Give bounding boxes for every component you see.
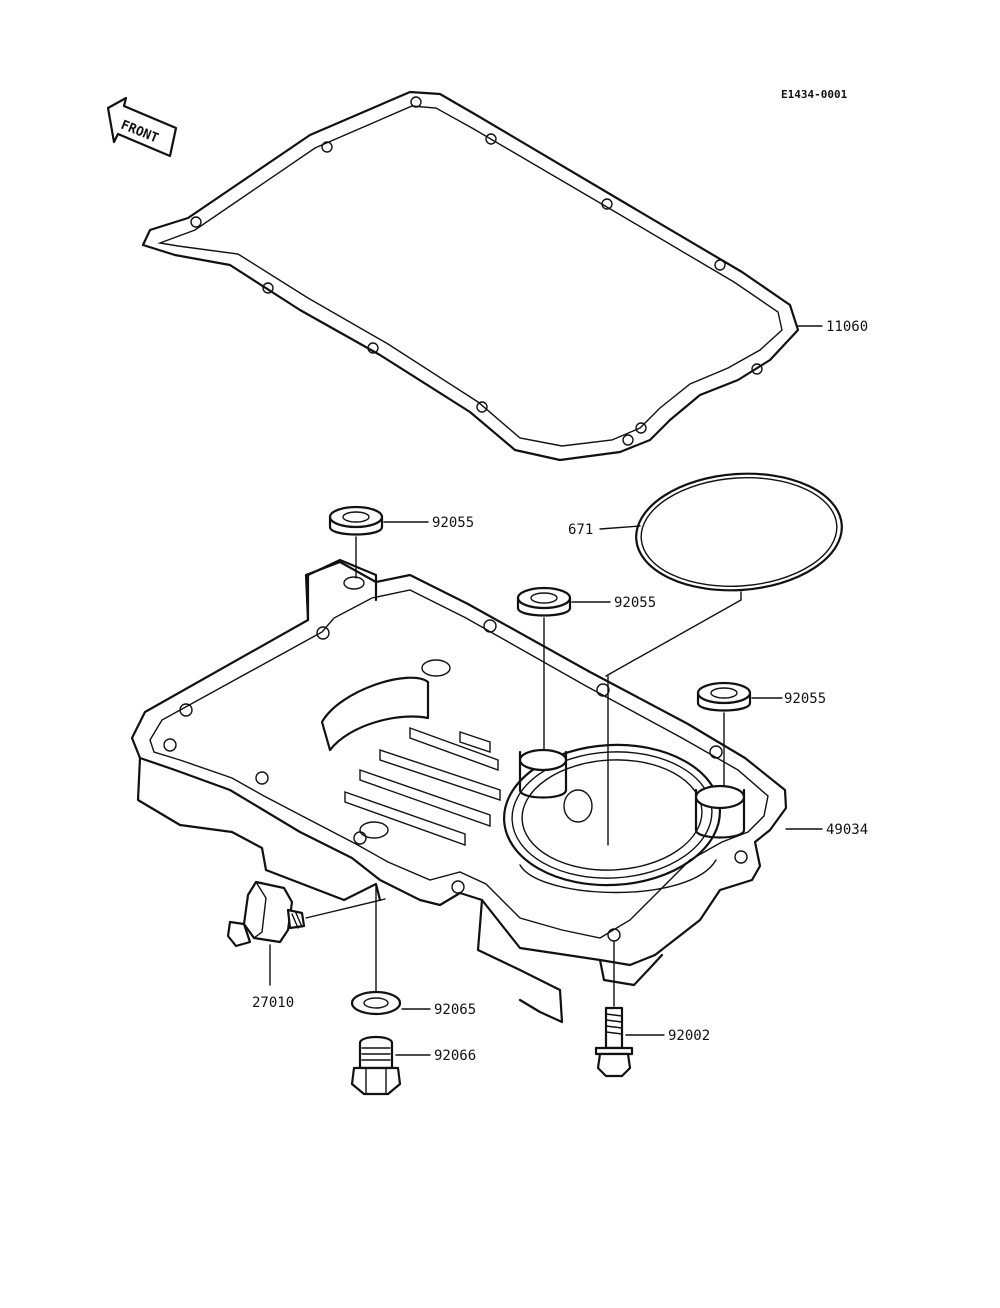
- o-ring-illustration: [635, 472, 843, 592]
- bolt-illustration: [594, 1006, 634, 1078]
- collar-left-illustration: [328, 505, 384, 536]
- collar-center-illustration: [516, 586, 572, 617]
- diagram-code: E1434-0001: [781, 88, 848, 101]
- part-label-92066: 92066: [434, 1048, 476, 1064]
- leader-27010: [305, 898, 386, 919]
- washer-illustration: [350, 990, 402, 1016]
- part-label-92002: 92002: [668, 1028, 710, 1044]
- leader-671: [599, 525, 641, 530]
- part-label-49034: 49034: [826, 822, 868, 838]
- oil-pressure-switch-illustration: [226, 880, 306, 948]
- part-label-92055-center: 92055: [614, 595, 656, 611]
- oil-pan-illustration: [130, 558, 788, 1024]
- collar-right-illustration: [696, 681, 752, 712]
- part-label-92055-left: 92055: [432, 515, 474, 531]
- drain-plug-illustration: [350, 1035, 402, 1096]
- part-label-27010: 27010: [252, 995, 294, 1011]
- part-label-92065: 92065: [434, 1002, 476, 1018]
- part-label-671: 671: [568, 522, 593, 538]
- front-arrow-icon: FRONT: [106, 96, 178, 158]
- part-label-11060: 11060: [826, 319, 868, 335]
- gasket-illustration: [141, 90, 800, 462]
- part-label-92055-right: 92055: [784, 691, 826, 707]
